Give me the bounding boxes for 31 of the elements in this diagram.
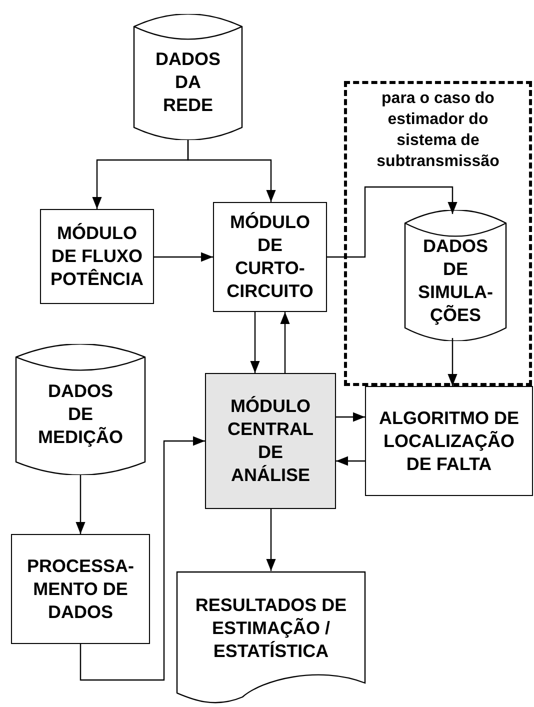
database-cylinder (404, 210, 507, 341)
arrow (280, 312, 290, 373)
process-box (205, 373, 336, 509)
process-box (213, 202, 327, 312)
database-cylinder (15, 344, 146, 475)
arrow (250, 312, 260, 373)
node-label: para o caso do estimador do sistema de subtransmissão (376, 89, 500, 172)
node-label: PROCESSA- MENTO DE DADOS (26, 554, 135, 624)
dashed-region (344, 81, 532, 386)
node-label: MÓDULO DE CURTO-CIRCUITO (226, 211, 314, 303)
arrow (154, 252, 213, 262)
node-label: DADOS DE SIMULA- ÇÕES (417, 234, 494, 326)
database-cylinder (133, 14, 243, 140)
arrow (448, 338, 458, 386)
arrow (187, 140, 276, 202)
document-shape (176, 571, 366, 705)
node-label: DADOS DE MEDIÇÃO (37, 380, 124, 449)
arrow (336, 412, 365, 422)
arrow (327, 186, 458, 258)
node-label: ALGORITMO DE LOCALIZAÇÃO DE FALTA (378, 406, 520, 476)
arrow (76, 475, 86, 534)
process-box (40, 209, 154, 304)
node-label: MÓDULO DE FLUXO POTÊNCIA (49, 222, 144, 291)
arrow (266, 509, 276, 571)
arrow (80, 436, 205, 681)
node-label: RESULTADOS DE ESTIMAÇÃO / ESTATÍSTICA (194, 594, 348, 662)
node-label: DADOS DA REDE (154, 48, 222, 116)
process-box (11, 534, 150, 644)
node-label: MÓDULO CENTRAL DE ANÁLISE (226, 395, 314, 487)
process-box (365, 386, 533, 496)
arrow (336, 456, 365, 466)
